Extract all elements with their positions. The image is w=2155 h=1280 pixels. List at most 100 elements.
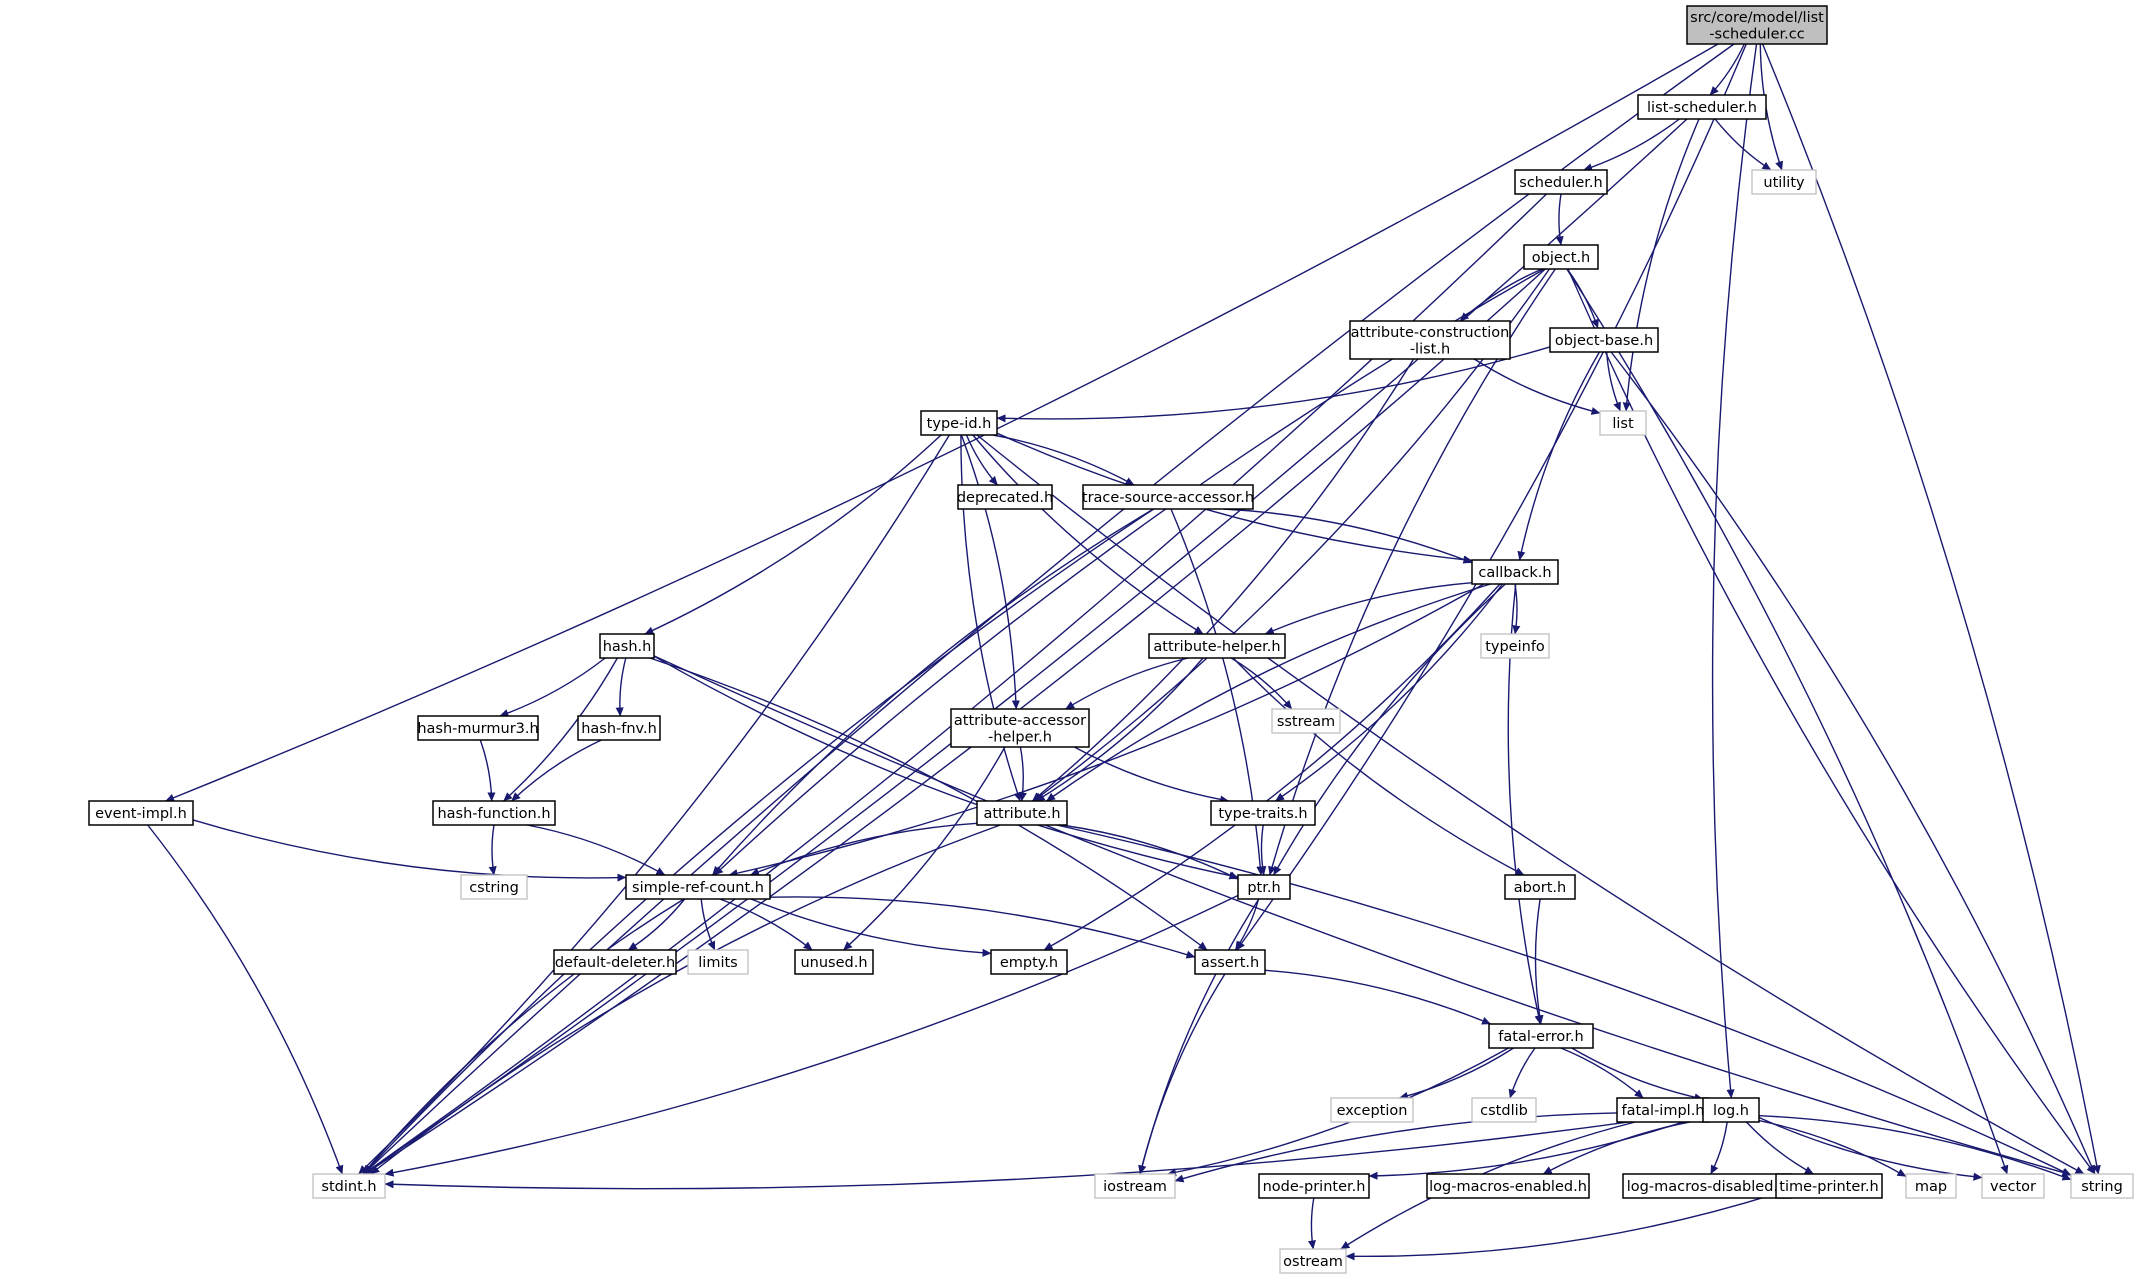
edge-attribute_h-to-string — [1056, 824, 2072, 1176]
node-box — [1599, 410, 1647, 436]
node-event-impl[interactable]: event-impl.h — [88, 800, 194, 826]
node-label: utility — [1763, 175, 1805, 191]
node-box — [950, 708, 1090, 748]
node-label: ostream — [1283, 1254, 1343, 1270]
node-attr-helper-h[interactable]: attribute-helper.h — [1148, 633, 1286, 659]
node-label: limits — [698, 955, 737, 971]
node-hash-murmur3[interactable]: hash-murmur3.h — [417, 715, 539, 741]
node-box — [1549, 327, 1659, 353]
node-label: object.h — [1532, 250, 1590, 266]
node-box — [687, 949, 749, 975]
node-hash-h[interactable]: hash.h — [599, 633, 655, 659]
node-attr-accessor[interactable]: attribute-accessor-helper.h — [950, 708, 1090, 748]
edge-attr_accessor-to-attribute_h — [1018, 746, 1027, 802]
edge-trace_source-to-stdint — [362, 508, 1155, 1175]
edge-type_id_h-to-stdint — [358, 434, 950, 1175]
edge-type_id_h-to-trace_source — [992, 434, 1135, 486]
node-box — [1237, 874, 1291, 900]
node-box — [460, 874, 528, 900]
node-log-h[interactable]: log.h — [1702, 1097, 1760, 1123]
node-utility: utility — [1751, 169, 1817, 195]
node-box — [1279, 1248, 1347, 1274]
node-box — [1622, 1173, 1792, 1199]
node-scheduler-h[interactable]: scheduler.h — [1514, 169, 1608, 195]
node-ptr-h[interactable]: ptr.h — [1237, 874, 1291, 900]
node-abort-h[interactable]: abort.h — [1504, 874, 1576, 900]
node-list: list — [1599, 410, 1647, 436]
node-hash-fnv[interactable]: hash-fnv.h — [577, 715, 661, 741]
node-box — [1775, 1173, 1883, 1199]
edge-type_id_h-to-attr_helper_h — [972, 434, 1204, 635]
edge-type_id_h-to-hash_h — [644, 434, 942, 635]
edge-abort_h-to-fatal_error — [1534, 898, 1544, 1025]
edge-attr_helper_h-to-attribute_h — [1035, 657, 1204, 802]
edge-simple_ref-to-stdint — [362, 898, 685, 1175]
node-default-deleter[interactable]: default-deleter.h — [553, 949, 677, 975]
node-box — [1686, 5, 1828, 45]
node-label: unused.h — [800, 955, 867, 971]
node-label: callback.h — [1478, 565, 1551, 581]
node-box — [1637, 94, 1767, 120]
node-box — [1616, 1097, 1710, 1123]
edge-attr_accessor-to-unused_h — [843, 746, 1006, 951]
node-time-printer[interactable]: time-printer.h — [1775, 1173, 1883, 1199]
node-box — [1271, 708, 1341, 734]
node-box — [976, 800, 1068, 826]
node-box — [312, 1173, 386, 1199]
node-label: scheduler.h — [1519, 175, 1602, 191]
edge-simple_ref-to-empty_h — [750, 898, 992, 957]
node-object-h[interactable]: object.h — [1523, 244, 1599, 270]
node-box — [1426, 1173, 1590, 1199]
edge-layer — [147, 43, 2101, 1261]
node-type-traits[interactable]: type-traits.h — [1210, 800, 1316, 826]
edge-hash_murmur3-to-hash_function — [479, 739, 496, 802]
node-list-scheduler-h[interactable]: list-scheduler.h — [1637, 94, 1767, 120]
node-empty-h[interactable]: empty.h — [990, 949, 1068, 975]
node-fatal-impl[interactable]: fatal-impl.h — [1616, 1097, 1710, 1123]
edge-root-to-log_h — [1711, 43, 1758, 1099]
node-unused-h[interactable]: unused.h — [794, 949, 874, 975]
node-type-id-h[interactable]: type-id.h — [920, 410, 998, 436]
node-label: -list.h — [1410, 341, 1450, 357]
node-box — [1504, 874, 1576, 900]
node-assert-h[interactable]: assert.h — [1194, 949, 1266, 975]
node-object-base-h[interactable]: object-base.h — [1549, 327, 1659, 353]
edge-list_scheduler_h-to-list — [1622, 118, 1700, 412]
node-iostream: iostream — [1094, 1173, 1176, 1199]
node-node-printer[interactable]: node-printer.h — [1258, 1173, 1370, 1199]
node-hash-function[interactable]: hash-function.h — [432, 800, 556, 826]
node-box — [577, 715, 661, 741]
node-label: sstream — [1277, 714, 1335, 730]
node-stdint: stdint.h — [312, 1173, 386, 1199]
edge-callback_h-to-attribute_h — [1046, 583, 1491, 802]
node-box — [1094, 1173, 1176, 1199]
node-simple-ref[interactable]: simple-ref-count.h — [625, 874, 771, 900]
node-label: default-deleter.h — [555, 955, 675, 971]
node-log-enabled[interactable]: log-macros-enabled.h — [1426, 1173, 1590, 1199]
edge-fatal_error-to-iostream — [1167, 1047, 1509, 1177]
node-log-disabled[interactable]: log-macros-disabled.h — [1622, 1173, 1792, 1199]
node-label: string — [2081, 1179, 2123, 1195]
node-label: list-scheduler.h — [1647, 100, 1757, 116]
node-callback-h[interactable]: callback.h — [1471, 559, 1559, 585]
node-label: list — [1612, 416, 1634, 432]
edge-assert_h-to-iostream — [1138, 973, 1226, 1175]
node-attribute-h[interactable]: attribute.h — [976, 800, 1068, 826]
edge-object_base_h-to-string — [1610, 351, 2096, 1175]
node-box — [1258, 1173, 1370, 1199]
node-box — [1471, 1097, 1537, 1123]
node-map: map — [1905, 1173, 1957, 1199]
node-attr-construction[interactable]: attribute-construction-list.h — [1349, 320, 1511, 360]
node-fatal-error[interactable]: fatal-error.h — [1488, 1023, 1594, 1049]
node-deprecated-h[interactable]: deprecated.h — [957, 484, 1053, 510]
edge-hash_function-to-cstring — [488, 824, 497, 876]
edge-trace_source-to-callback_h — [1223, 508, 1473, 564]
node-label: stdint.h — [321, 1179, 376, 1195]
node-box — [417, 715, 539, 741]
node-label: hash-fnv.h — [581, 721, 657, 737]
node-trace-source[interactable]: trace-source-accessor.h — [1082, 484, 1254, 510]
edge-hash_h-to-hash_murmur3 — [499, 657, 606, 717]
node-vector: vector — [1981, 1173, 2045, 1199]
edge-trace_source-to-simple_ref — [711, 508, 1154, 876]
node-root[interactable]: src/core/model/list-scheduler.cc — [1686, 5, 1828, 45]
